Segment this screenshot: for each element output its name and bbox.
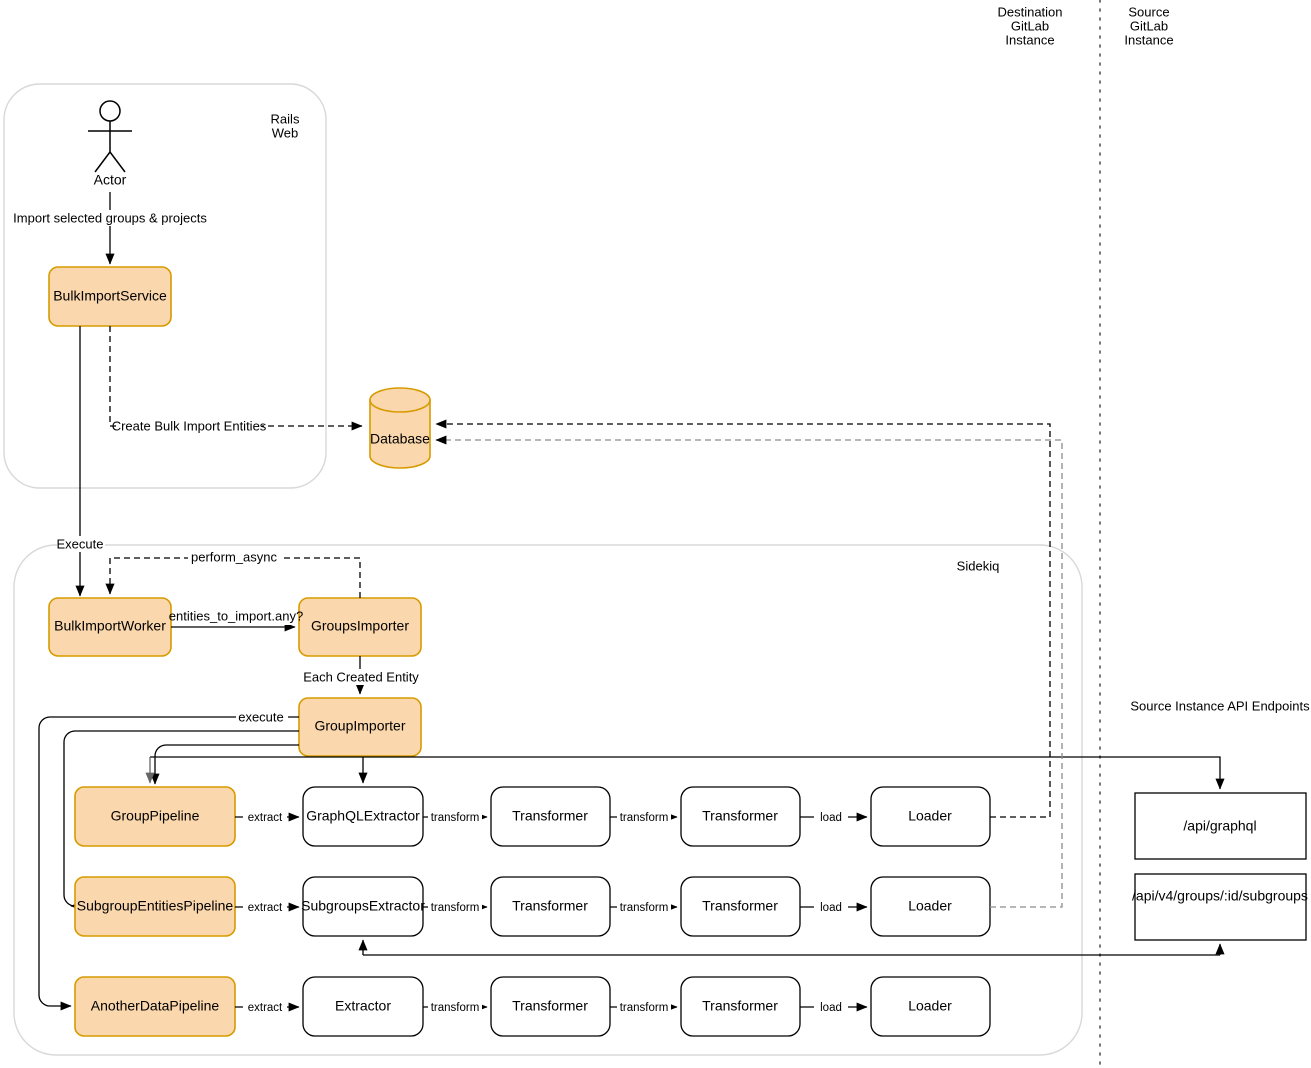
edge-label-r1-transform-1: transform — [431, 812, 480, 824]
node-database-label: Database — [370, 431, 430, 447]
edge-bis-dash-down — [109, 326, 160, 427]
zone-sidekiq-label: Sidekiq — [957, 558, 1000, 573]
node-r1-transformer-2-label: Transformer — [702, 808, 778, 824]
zone-sidekiq — [13, 544, 1083, 1056]
edge-loader1-to-database — [435, 419, 1051, 818]
node-bulk-import-worker-label: BulkImportWorker — [54, 618, 166, 634]
node-bulk-import-service-label: BulkImportService — [53, 288, 167, 304]
node-group-pipeline-label: GroupPipeline — [111, 808, 200, 824]
zone-destination-label-line2: GitLab — [1011, 18, 1049, 33]
edge-label-r2-transform-2: transform — [620, 902, 669, 914]
edge-label-r2-extract: extract — [248, 902, 283, 914]
node-api-graphql — [1134, 792, 1307, 860]
edge-label-r3-transform-2: transform — [620, 1002, 669, 1014]
edge-label-entities-to-import: entities_to_import.any? — [169, 608, 303, 623]
node-r1-loader-label: Loader — [908, 808, 952, 824]
node-subgroups-extractor-label: SubgroupsExtractor — [301, 898, 425, 914]
node-r1-transformer-1-label: Transformer — [512, 808, 588, 824]
node-extractor-label: Extractor — [335, 998, 391, 1014]
node-api-subgroups — [1134, 873, 1307, 941]
node-r3-transformer-2-label: Transformer — [702, 998, 778, 1014]
edge-label-perform-async: perform_async — [191, 549, 277, 564]
edge-loader2-to-database — [435, 435, 1063, 908]
edge-label-r3-transform-1: transform — [431, 1002, 480, 1014]
node-api-subgroups-label: /api/v4/groups/:id/subgroups — [1132, 888, 1308, 904]
node-r3-loader-label: Loader — [908, 998, 952, 1014]
zone-destination-label-line3: Instance — [1005, 32, 1054, 47]
edge-label-r2-load: load — [820, 902, 842, 914]
node-subgroup-entities-pipeline-label: SubgroupEntitiesPipeline — [77, 898, 234, 914]
edge-label-r1-extract: extract — [248, 812, 283, 824]
zone-rails-label-line1: Rails — [271, 111, 300, 126]
actor-label: Actor — [94, 172, 127, 188]
zone-destination-label-line1: Destination — [997, 4, 1062, 19]
node-another-data-pipeline-label: AnotherDataPipeline — [91, 998, 220, 1014]
zone-source-label-line2: GitLab — [1130, 18, 1168, 33]
edge-label-r3-extract: extract — [248, 1002, 283, 1014]
zone-rails-label-line2: Web — [272, 125, 299, 140]
edge-execute-to-grouppipeline — [150, 744, 299, 785]
edge-label-r1-transform-2: transform — [620, 812, 669, 824]
node-r3-transformer-1-label: Transformer — [512, 998, 588, 1014]
edge-label-r3-load: load — [820, 1002, 842, 1014]
zone-source-label-line1: Source — [1128, 4, 1169, 19]
node-r2-loader-label: Loader — [908, 898, 952, 914]
edge-label-import-selected: Import selected groups & projects — [13, 210, 207, 225]
node-api-graphql-label: /api/graphql — [1183, 818, 1256, 834]
edge-label-each-created-entity: Each Created Entity — [303, 669, 419, 684]
edge-execute-to-subgroupentitiespipeline — [63, 730, 299, 911]
node-r2-transformer-1-label: Transformer — [512, 898, 588, 914]
node-database — [369, 387, 431, 469]
zone-source-label-line3: Instance — [1124, 32, 1173, 47]
edge-label-execute-arrow: Execute — [57, 536, 104, 551]
edge-label-create-entities: Create Bulk Import Entities — [112, 418, 267, 433]
node-r2-transformer-2-label: Transformer — [702, 898, 778, 914]
edge-label-r2-transform-1: transform — [431, 902, 480, 914]
api-endpoints-heading: Source Instance API Endpoints — [1130, 698, 1310, 713]
node-group-importer — [298, 697, 422, 757]
node-graphql-extractor-label: GraphQLExtractor — [306, 808, 420, 824]
edge-api-graphql-rail — [150, 756, 1221, 766]
edge-label-execute: execute — [238, 709, 284, 724]
node-groups-importer-label: GroupsImporter — [311, 618, 409, 634]
edge-execute-to-anotherdatapipeline — [38, 716, 299, 1011]
node-r3-loader — [870, 976, 991, 1037]
zone-rails-web — [3, 83, 327, 489]
edge-label-r1-load: load — [820, 812, 842, 824]
node-group-importer-label: GroupImporter — [314, 718, 405, 734]
actor — [88, 100, 132, 173]
